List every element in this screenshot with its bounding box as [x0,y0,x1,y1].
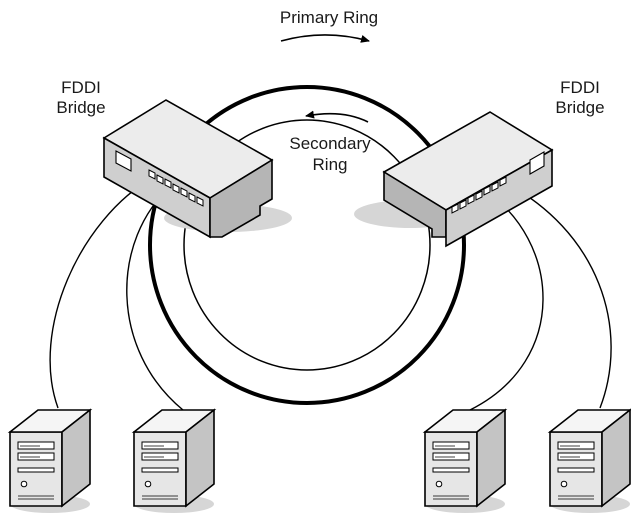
secondary-ring-label-line2: Ring [313,155,348,174]
cable-right-server-1 [469,189,544,411]
fddi-bridge-icon-left [102,99,292,239]
cable-right-server-2 [499,179,612,409]
server-icon-4 [549,409,631,514]
secondary-ring-label-line1: Secondary [289,134,371,153]
left-bridge-label-line2: Bridge [56,98,105,117]
cable-left-server-1 [49,177,153,409]
secondary-ring [183,119,431,371]
server-icon-3 [424,409,506,514]
server-icon-1 [9,409,91,514]
primary-ring [148,85,466,405]
fddi-bridge-icon-right [354,111,554,248]
primary-ring-arrow-icon [280,34,370,43]
left-bridge-label-line1: FDDI [61,78,101,97]
right-bridge-label-line2: Bridge [555,98,604,117]
cable-left-server-2 [126,184,184,411]
server-icon-2 [133,409,215,514]
primary-ring-label: Primary Ring [280,8,378,27]
secondary-ring-arrow-icon [305,110,369,123]
right-bridge-label-line1: FDDI [560,78,600,97]
